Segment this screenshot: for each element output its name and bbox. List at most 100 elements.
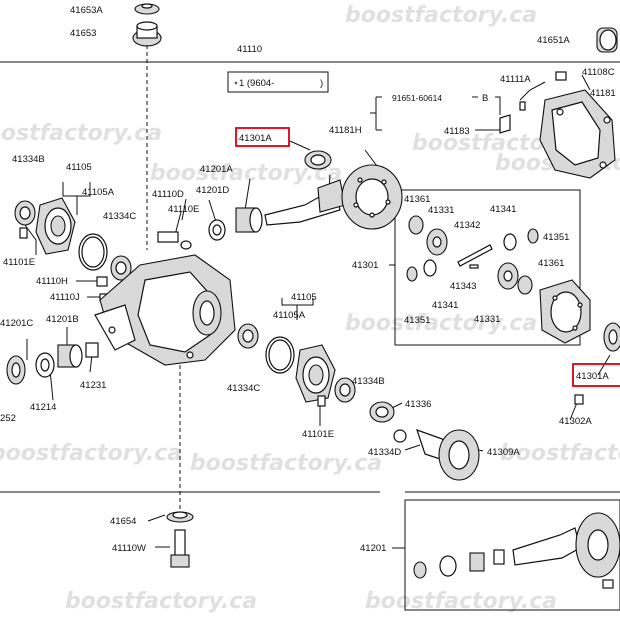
label-41342: 41342 xyxy=(454,220,480,231)
part-41342-shaft xyxy=(457,244,493,267)
part-41653a xyxy=(134,3,160,15)
part-41334c-left-plate xyxy=(110,255,132,281)
frame-lines xyxy=(0,61,620,611)
part-pinion-gear xyxy=(264,179,346,226)
label-41201b: 41201B xyxy=(46,314,79,325)
watermark-text: boostfactory.ca xyxy=(65,589,257,614)
label-41334c-right: 41334C xyxy=(227,383,260,394)
part-41201b xyxy=(57,344,83,368)
callout-lines xyxy=(24,74,611,549)
part-41201b-spacer xyxy=(35,352,55,378)
part-41343-pin xyxy=(469,264,479,269)
label-41105a-right: 41105A xyxy=(273,310,306,321)
label-41334c-left: 41334C xyxy=(103,211,136,222)
part-41651a xyxy=(596,27,618,53)
part-41301-diff-case xyxy=(539,279,591,344)
part-41105-right-cage xyxy=(295,344,336,403)
label-41110w: 41110W xyxy=(112,543,146,554)
part-41341-washer-b xyxy=(423,259,437,277)
label-41101e-left: 41101E xyxy=(3,257,35,268)
part-41351-a xyxy=(527,228,539,244)
label-41111a: 41111A xyxy=(500,74,531,85)
label-41231: 41231 xyxy=(80,380,106,391)
part-41231 xyxy=(85,342,99,358)
label-41301: 41301 xyxy=(352,260,378,271)
label-41181h: 41181H xyxy=(329,125,362,136)
watermark-text: boostfactory.ca xyxy=(0,441,182,466)
label-41105-right: 41105 xyxy=(291,292,317,303)
part-41201a xyxy=(235,207,263,233)
part-41309a-shaft xyxy=(416,429,480,481)
label-41351-b: 41351 xyxy=(404,315,430,326)
part-41334b-right xyxy=(334,377,356,403)
part-41105a-right-oring xyxy=(265,336,295,374)
label-41331-a: 41331 xyxy=(428,205,454,216)
label-41334b-left: 41334B xyxy=(12,154,45,165)
label-91651-60614: 91651-60614 xyxy=(392,93,442,103)
label-41334d: 41334D xyxy=(368,447,401,458)
part-41110e xyxy=(180,240,192,250)
label-41309a: 41309A xyxy=(487,447,520,458)
label-41301a-top: 41301A xyxy=(239,133,272,144)
label-41653a: 41653A xyxy=(70,5,103,16)
part-41105a-left-oring xyxy=(78,233,108,271)
label-41351-a: 41351 xyxy=(543,232,569,243)
watermark-text: boostfactory.ca xyxy=(500,441,620,466)
part-41101e-right xyxy=(317,395,326,407)
part-41334c-right-plate xyxy=(237,323,259,349)
part-41201c xyxy=(6,355,26,385)
part-41653 xyxy=(132,21,162,47)
label-41105-left: 41105 xyxy=(66,162,92,173)
label-41341-b: 41341 xyxy=(432,300,458,311)
label-41214: 41214 xyxy=(30,402,56,413)
part-ring-gear xyxy=(341,164,403,230)
label-41653: 41653 xyxy=(70,28,96,39)
label-41651a: 41651A xyxy=(537,35,570,46)
label-41110h: 41110H xyxy=(36,276,68,287)
watermark-text: boostfactory.ca xyxy=(345,3,537,28)
label-41654: 41654 xyxy=(110,516,136,527)
watermark-text: boostfactory.ca xyxy=(345,311,537,336)
highlight-41301a-right xyxy=(572,363,620,387)
part-41341-washer-a xyxy=(503,233,517,251)
note-date-range: ⋆1 (9604- xyxy=(233,78,274,89)
part-41110d xyxy=(157,231,179,243)
label-41201d: 41201D xyxy=(196,185,229,196)
watermark-layer: boostfactory.ca boostfactory.ca boostfac… xyxy=(0,3,620,614)
note-date-range-end: ) xyxy=(320,78,323,89)
part-41101e-left xyxy=(19,227,28,239)
part-41110h xyxy=(96,276,108,287)
part-41110-housing xyxy=(94,254,236,366)
label-41336: 41336 xyxy=(405,399,431,410)
part-41110w xyxy=(170,529,190,568)
label-41110: 41110 xyxy=(237,44,262,55)
part-41301a-top-seal xyxy=(304,150,332,170)
part-41654 xyxy=(166,511,194,523)
part-41181-cover xyxy=(499,71,616,179)
part-41331-pinion-a xyxy=(426,228,448,256)
label-41181: 41181 xyxy=(590,88,616,99)
label-note-b: B xyxy=(482,93,488,104)
label-41201a: 41201A xyxy=(200,164,233,175)
part-41351-b xyxy=(406,266,418,282)
label-41331-b: 41331 xyxy=(474,314,500,325)
part-labels: 41653A 41653 41110 41651A ⋆1 (9604- ) 41… xyxy=(0,5,616,554)
part-41361-side-gear-a xyxy=(408,215,424,235)
label-41108c: 41108C xyxy=(582,67,615,78)
part-41336-bearing xyxy=(369,401,395,423)
label-41110e: 41110E xyxy=(168,204,199,215)
watermark-text: boostfactory.ca xyxy=(0,121,162,146)
label-41101e-right: 41101E xyxy=(302,429,334,440)
label-41361-a: 41361 xyxy=(404,194,430,205)
label-41201c: 41201C xyxy=(0,318,33,329)
label-41105a-left: 41105A xyxy=(82,187,115,198)
part-41361-side-gear-b xyxy=(517,275,533,295)
label-41334b-right: 41334B xyxy=(352,376,385,387)
part-41334d-clip xyxy=(393,429,407,443)
label-41252: 252 xyxy=(0,413,16,424)
watermark-text: boostfactory.ca xyxy=(190,451,382,476)
part-41331-pinion-b xyxy=(497,262,519,290)
part-41301a-right-seal xyxy=(603,322,620,352)
highlight-41301a-top xyxy=(235,127,290,147)
